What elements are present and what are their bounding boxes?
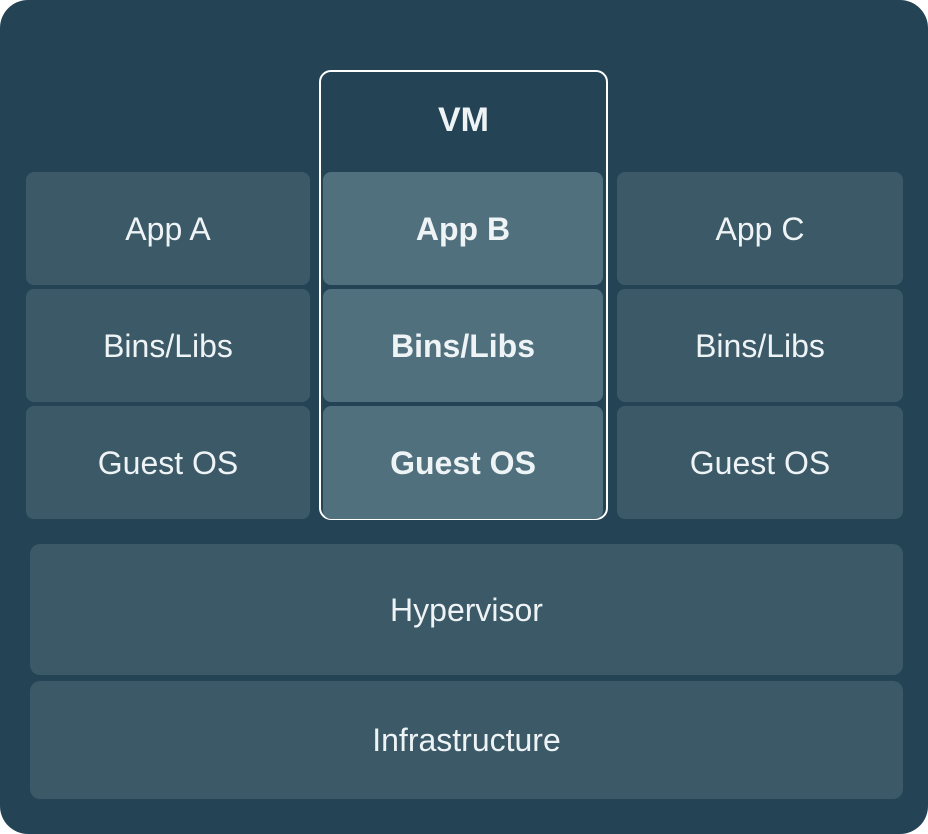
box-app-a: App A [26,172,310,285]
box-bins-libs-c: Bins/Libs [617,289,903,402]
box-bins-libs-a: Bins/Libs [26,289,310,402]
box-bins-libs-b: Bins/Libs [323,289,603,402]
box-app-b: App B [323,172,603,285]
layer-hypervisor: Hypervisor [30,544,903,675]
layer-infrastructure: Infrastructure [30,681,903,799]
box-guest-os-c: Guest OS [617,406,903,519]
vm-group-outline [319,70,608,520]
box-guest-os-a: Guest OS [26,406,310,519]
box-app-c: App C [617,172,903,285]
box-guest-os-b: Guest OS [323,406,603,519]
vm-group-title: VM [438,101,489,139]
